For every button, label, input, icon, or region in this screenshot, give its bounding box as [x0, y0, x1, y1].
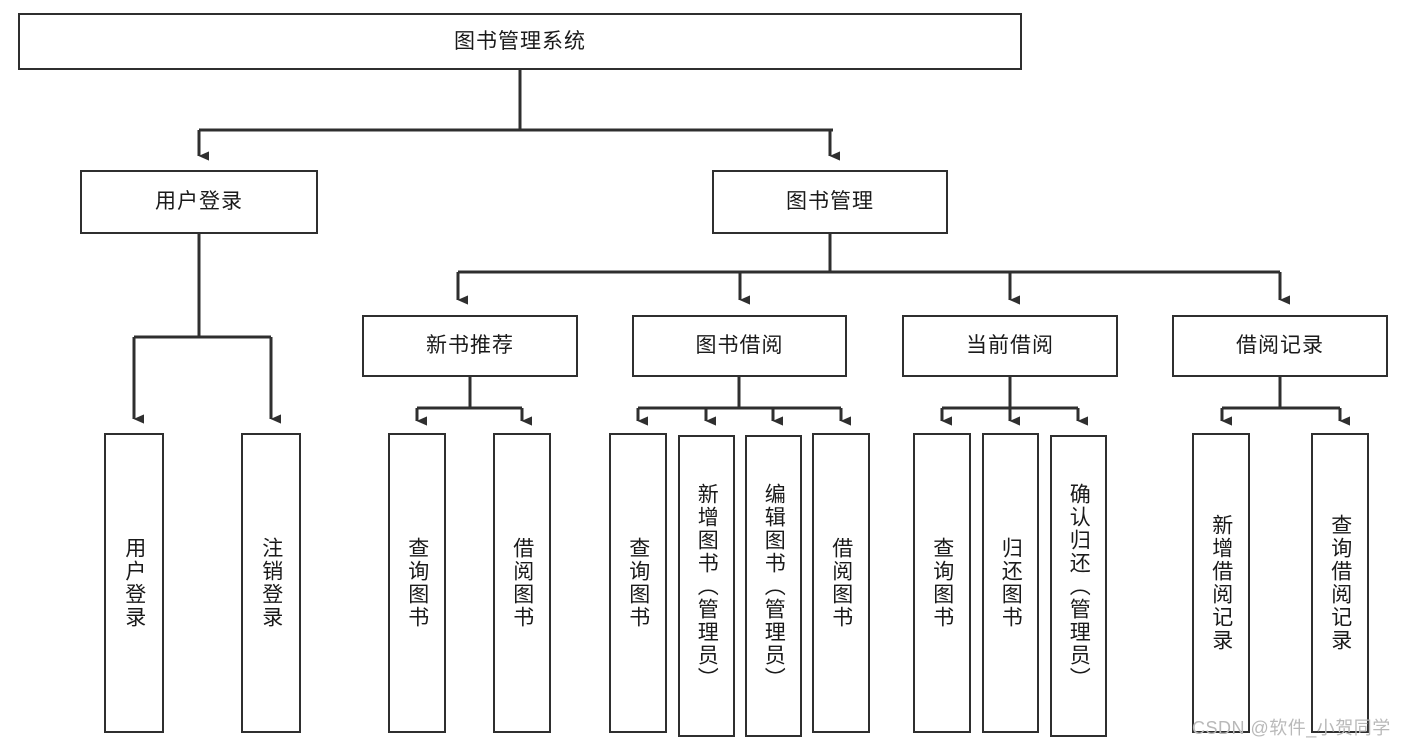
leaf-query-record[interactable]: 查询借阅记录 — [1311, 433, 1369, 733]
leaf-add-book[interactable]: 新增图书（管理员） — [678, 435, 735, 737]
leaf-user-login-label: 用户登录 — [122, 537, 146, 629]
leaf-query-book-3-label: 查询图书 — [930, 537, 954, 629]
leaf-edit-book-label: 编辑图书（管理员） — [762, 482, 786, 690]
leaf-borrow-book-2-label: 借阅图书 — [829, 537, 853, 629]
node-current-borrow[interactable]: 当前借阅 — [902, 315, 1118, 377]
node-new-book-rec-label: 新书推荐 — [426, 334, 514, 358]
leaf-query-book-3[interactable]: 查询图书 — [913, 433, 971, 733]
node-root-label: 图书管理系统 — [454, 29, 586, 53]
leaf-borrow-book-1-label: 借阅图书 — [510, 537, 534, 629]
leaf-borrow-book-1[interactable]: 借阅图书 — [493, 433, 551, 733]
leaf-return-book-label: 归还图书 — [999, 537, 1023, 629]
node-root[interactable]: 图书管理系统 — [18, 13, 1022, 70]
leaf-logout-label: 注销登录 — [259, 537, 283, 629]
node-book-manage[interactable]: 图书管理 — [712, 170, 948, 234]
csdn-watermark: CSDN @软件_小贺同学 — [1192, 718, 1391, 738]
leaf-logout[interactable]: 注销登录 — [241, 433, 301, 733]
node-book-borrow[interactable]: 图书借阅 — [632, 315, 847, 377]
node-new-book-rec[interactable]: 新书推荐 — [362, 315, 578, 377]
node-borrow-record-label: 借阅记录 — [1236, 334, 1324, 358]
node-book-borrow-label: 图书借阅 — [695, 334, 784, 358]
leaf-user-login[interactable]: 用户登录 — [104, 433, 164, 733]
leaf-confirm-return[interactable]: 确认归还（管理员） — [1050, 435, 1107, 737]
leaf-confirm-return-label: 确认归还（管理员） — [1067, 482, 1091, 690]
leaf-edit-book[interactable]: 编辑图书（管理员） — [745, 435, 802, 737]
leaf-add-book-label: 新增图书（管理员） — [695, 482, 719, 690]
leaf-borrow-book-2[interactable]: 借阅图书 — [812, 433, 870, 733]
leaf-query-book-1[interactable]: 查询图书 — [388, 433, 446, 733]
leaf-query-book-2-label: 查询图书 — [626, 537, 650, 629]
leaf-query-book-1-label: 查询图书 — [405, 537, 429, 629]
leaf-query-record-label: 查询借阅记录 — [1328, 514, 1352, 652]
node-book-manage-label: 图书管理 — [786, 190, 874, 214]
leaf-add-record-label: 新增借阅记录 — [1209, 514, 1233, 652]
node-user-login[interactable]: 用户登录 — [80, 170, 318, 234]
node-user-login-label: 用户登录 — [155, 190, 243, 214]
leaf-add-record[interactable]: 新增借阅记录 — [1192, 433, 1250, 733]
leaf-return-book[interactable]: 归还图书 — [982, 433, 1039, 733]
node-current-borrow-label: 当前借阅 — [966, 334, 1054, 358]
leaf-query-book-2[interactable]: 查询图书 — [609, 433, 667, 733]
node-borrow-record[interactable]: 借阅记录 — [1172, 315, 1388, 377]
